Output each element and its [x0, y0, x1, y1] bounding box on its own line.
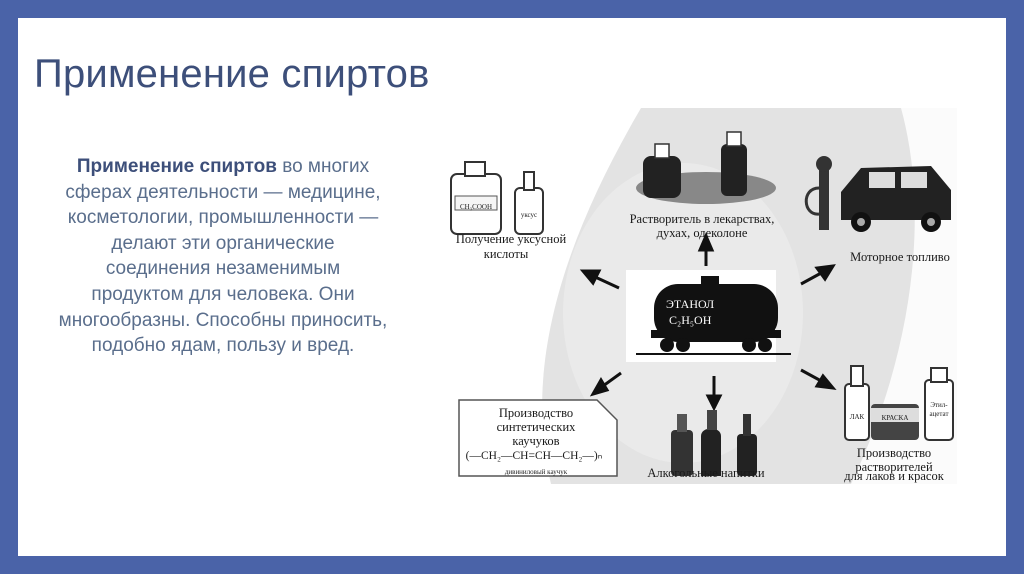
- fuel-label: Моторное топливо: [850, 250, 950, 264]
- rubber-label-2: синтетических: [496, 420, 576, 434]
- slide-title: Применение спиртов: [34, 52, 430, 96]
- vinegar-bottle-icon: [514, 171, 544, 235]
- kraska-label: КРАСКА: [881, 414, 909, 422]
- rubber-note: дивиниловый каучук: [504, 468, 568, 476]
- rubber-label-3: каучуков: [512, 434, 560, 448]
- slide-body-text: Применение спиртов во многих сферах деят…: [58, 154, 388, 359]
- medicine-bottle-icon: [721, 131, 747, 196]
- ethyl-label-2: ацетат: [929, 410, 949, 418]
- arrow-to-acetic: [592, 274, 620, 290]
- solvents-label-2: растворителей: [855, 460, 933, 474]
- rubber-formula: (—CH₂—CH=CH—CH₂—)ₙ: [465, 450, 603, 462]
- body-rest-text: во многих сферах деятельности — медицине…: [58, 156, 388, 357]
- arrows: [579, 232, 837, 412]
- diagram-graphics: [431, 108, 957, 484]
- car-icon: [841, 166, 951, 232]
- ethanol-usage-diagram: ЭТАНОЛ C₂H₅OH Получение уксусной кислоты…: [431, 108, 957, 484]
- solvent-label-2: духах, одеколоне: [656, 226, 748, 240]
- lak-label: ЛАК: [849, 413, 865, 421]
- solvents-label-1: Производство: [856, 446, 932, 460]
- acetic-label-1: Получение уксусной: [455, 232, 567, 246]
- rubber-box: [458, 399, 618, 477]
- vinegar-label: уксус: [520, 211, 538, 219]
- slide: Применение спиртов Применение спиртов во…: [18, 18, 1006, 556]
- fuel-pump-icon: [804, 156, 832, 230]
- solvents-label-3: для лаков и красок: [844, 469, 944, 483]
- ethyl-label-1: Этил-: [930, 401, 948, 409]
- center-label-ethanol: ЭТАНОЛ: [666, 297, 715, 311]
- paint-solvent-icons: [844, 365, 954, 441]
- liquor-bottles-icon: [671, 410, 757, 476]
- solvent-label-1: Растворитель в лекарствах,: [629, 212, 775, 226]
- perfume-bottle-icon: [643, 143, 681, 198]
- acetic-bottle-label: CH₃COOH: [460, 203, 492, 211]
- center-label-formula: C₂H₅OH: [669, 313, 712, 327]
- drinks-label: Алкогольные напитки: [647, 466, 765, 480]
- tank-car-icon: [636, 276, 791, 355]
- acetic-label-2: кислоты: [483, 247, 529, 261]
- rubber-label-1: Производство: [498, 406, 574, 420]
- body-bold-text: Применение спиртов: [76, 156, 277, 177]
- acetic-acid-bottle-icon: [450, 161, 502, 235]
